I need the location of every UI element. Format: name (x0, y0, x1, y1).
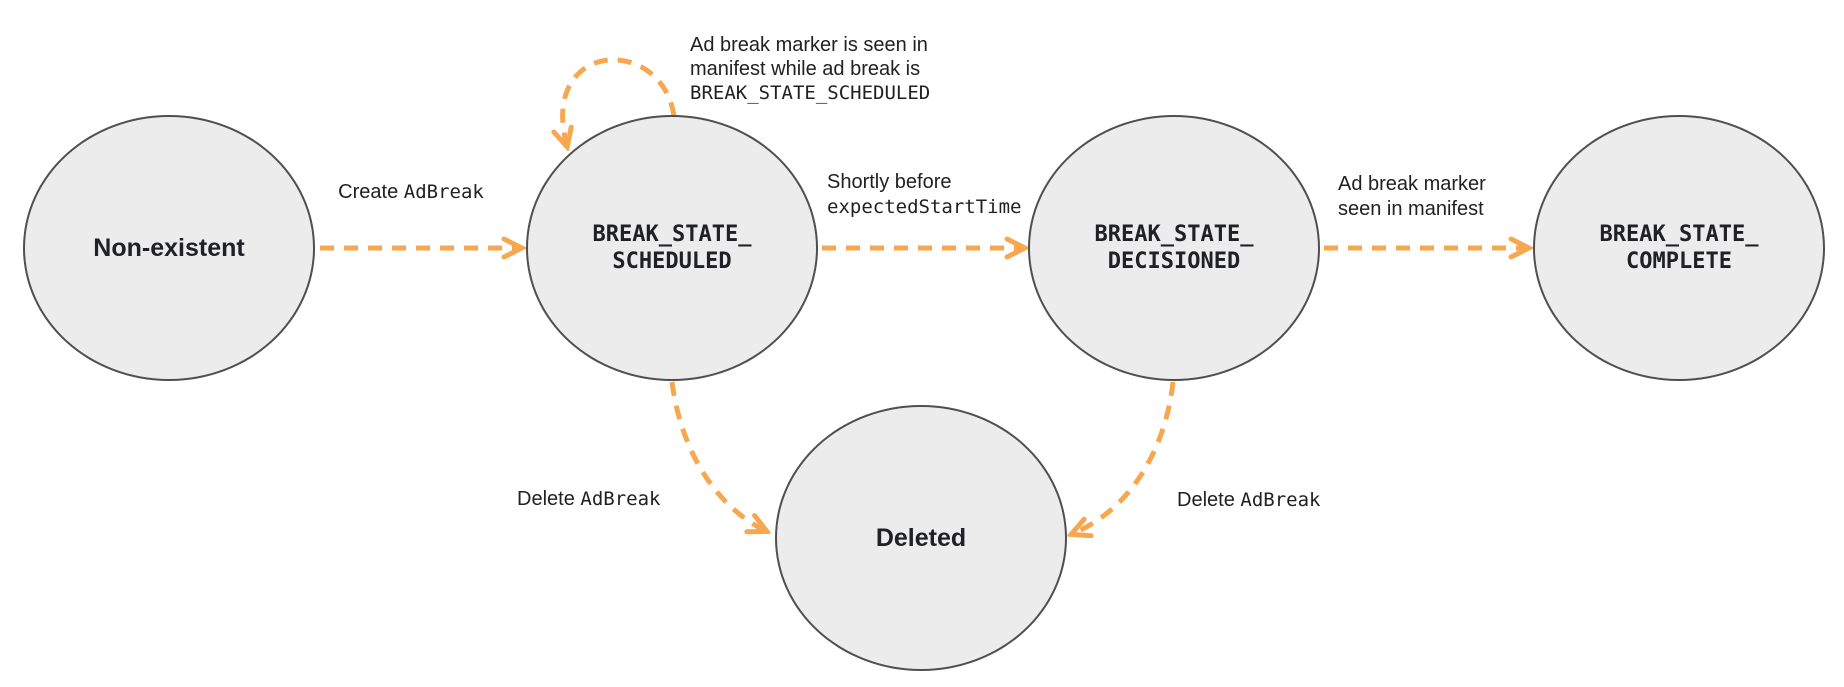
edge-label-code: AdBreak (1240, 489, 1321, 511)
edge-label-text: Create (338, 181, 399, 203)
edge-delete-right-arrow (1072, 381, 1176, 534)
edge-label-line2: seen in manifest (1338, 198, 1484, 220)
edge-label-delete-adbreak-right: Delete AdBreak (1177, 488, 1320, 512)
edge-label-code: AdBreak (580, 488, 661, 510)
edge-label-text: Delete (517, 488, 575, 510)
state-label-line1: BREAK_STATE_ (1599, 222, 1759, 247)
edge-label-delete-adbreak-left: Delete AdBreak (517, 487, 660, 511)
state-node-break-state-scheduled: BREAK_STATE_ SCHEDULED (526, 115, 818, 381)
state-label-line2: COMPLETE (1626, 249, 1732, 274)
state-label-line1: BREAK_STATE_ (1094, 222, 1254, 247)
state-node-deleted: Deleted (775, 405, 1067, 671)
edge-label-marker-seen: Ad break marker seen in manifest (1338, 172, 1486, 222)
state-label: Non-existent (93, 233, 245, 262)
edge-label-shortly-before: Shortly before expectedStartTime (827, 170, 1021, 220)
state-label-line2: SCHEDULED (612, 249, 732, 274)
edge-delete-left-arrow (669, 381, 766, 531)
edge-label-line3-code: BREAK_STATE_SCHEDULED (690, 82, 931, 104)
state-node-break-state-complete: BREAK_STATE_ COMPLETE (1533, 115, 1825, 381)
edge-label-line2: manifest while ad break is (690, 58, 921, 80)
edge-label-text: Delete (1177, 489, 1235, 511)
state-label: Deleted (875, 523, 967, 552)
state-label-line1: BREAK_STATE_ (592, 222, 752, 247)
edge-self-loop-arrow (563, 57, 677, 146)
edge-label-self-loop: Ad break marker is seen in manifest whil… (690, 33, 930, 105)
edge-label-line1: Ad break marker (1338, 173, 1486, 195)
state-label-line2: DECISIONED (1107, 249, 1241, 274)
edge-label-line1: Ad break marker is seen in (690, 34, 928, 56)
edge-label-code: AdBreak (403, 181, 484, 203)
edge-label-line1: Shortly before (827, 171, 952, 193)
edge-label-line2-code: expectedStartTime (827, 196, 1022, 218)
state-node-break-state-decisioned: BREAK_STATE_ DECISIONED (1028, 115, 1320, 381)
edge-label-create-adbreak: Create AdBreak (316, 180, 506, 204)
state-node-non-existent: Non-existent (23, 115, 315, 381)
